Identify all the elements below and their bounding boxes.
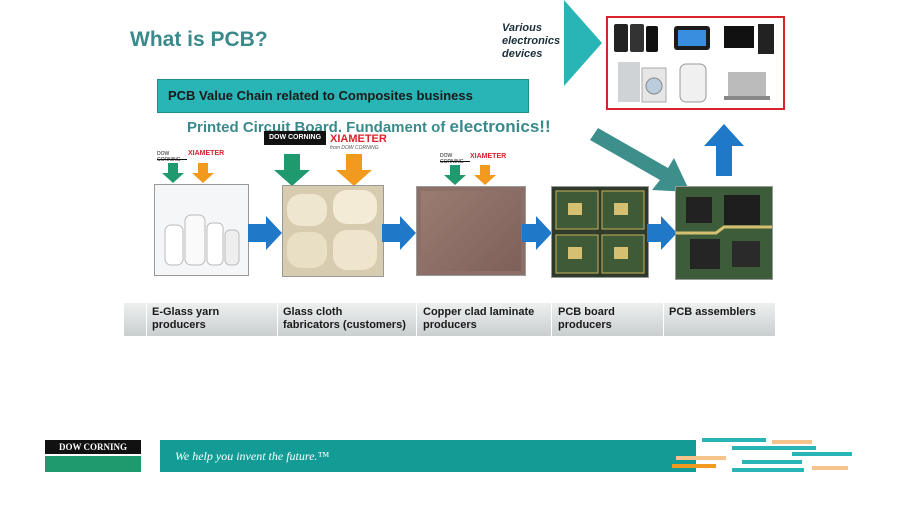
supply-arrows-large	[274, 154, 372, 186]
copper-clad-laminate-image	[416, 186, 526, 276]
callout-text: Various electronics devices	[502, 22, 561, 60]
xiameter-mini-logo-2: XIAMETER	[470, 153, 507, 160]
xiameter-mini-logo: XIAMETER	[188, 150, 225, 157]
banner-text: PCB Value Chain related to Composites bu…	[168, 88, 473, 103]
pcb-board-image	[551, 186, 649, 278]
stage-label-bar	[124, 303, 775, 336]
glass-cloth-image	[282, 185, 384, 277]
footer-band	[160, 440, 696, 472]
stage-label-pcb-board: PCB board producers	[558, 306, 615, 331]
flow-arrow-2	[382, 216, 416, 250]
footer-decorative-stripes	[672, 438, 852, 472]
supply-arrows	[162, 163, 214, 183]
electronics-devices-image	[606, 16, 785, 110]
subtitle-emphasis: electronics!!	[449, 117, 551, 136]
diagonal-arrow	[590, 128, 690, 192]
pcb-assembly-image	[675, 186, 773, 280]
value-chain-banner: PCB Value Chain related to Composites bu…	[157, 79, 529, 113]
callout-arrow-shape	[494, 0, 602, 86]
dow-corning-mini-logo: DOW CORNING	[157, 151, 187, 163]
subtitle: Printed Circuit Board. Fundament of elec…	[187, 117, 551, 137]
slide-title: What is PCB?	[130, 28, 268, 51]
dow-corning-logo: DOW CORNING	[264, 131, 326, 145]
glass-yarn-image	[154, 184, 249, 276]
subtitle-prefix: Printed Circuit Board. Fundament of	[187, 119, 450, 136]
stage-label-pcb-assemblers: PCB assemblers	[669, 306, 756, 318]
stage-label-copper-clad: Copper clad laminate producers	[423, 306, 535, 331]
supply-arrows-2	[444, 165, 496, 185]
flow-arrow-1	[248, 216, 282, 250]
dow-corning-footer-logo: DOW CORNING	[45, 440, 141, 472]
stage-label-eglass: E-Glass yarn producers	[152, 306, 220, 331]
flow-arrow-4	[647, 216, 677, 250]
up-arrow	[704, 124, 744, 176]
flow-arrow-3	[522, 216, 552, 250]
stage-label-glass-cloth: Glass cloth fabricators (customers)	[283, 306, 406, 331]
footer-tagline: We help you invent the future.™	[175, 449, 330, 463]
dow-corning-mini-logo-2: DOW CORNING	[440, 153, 470, 165]
